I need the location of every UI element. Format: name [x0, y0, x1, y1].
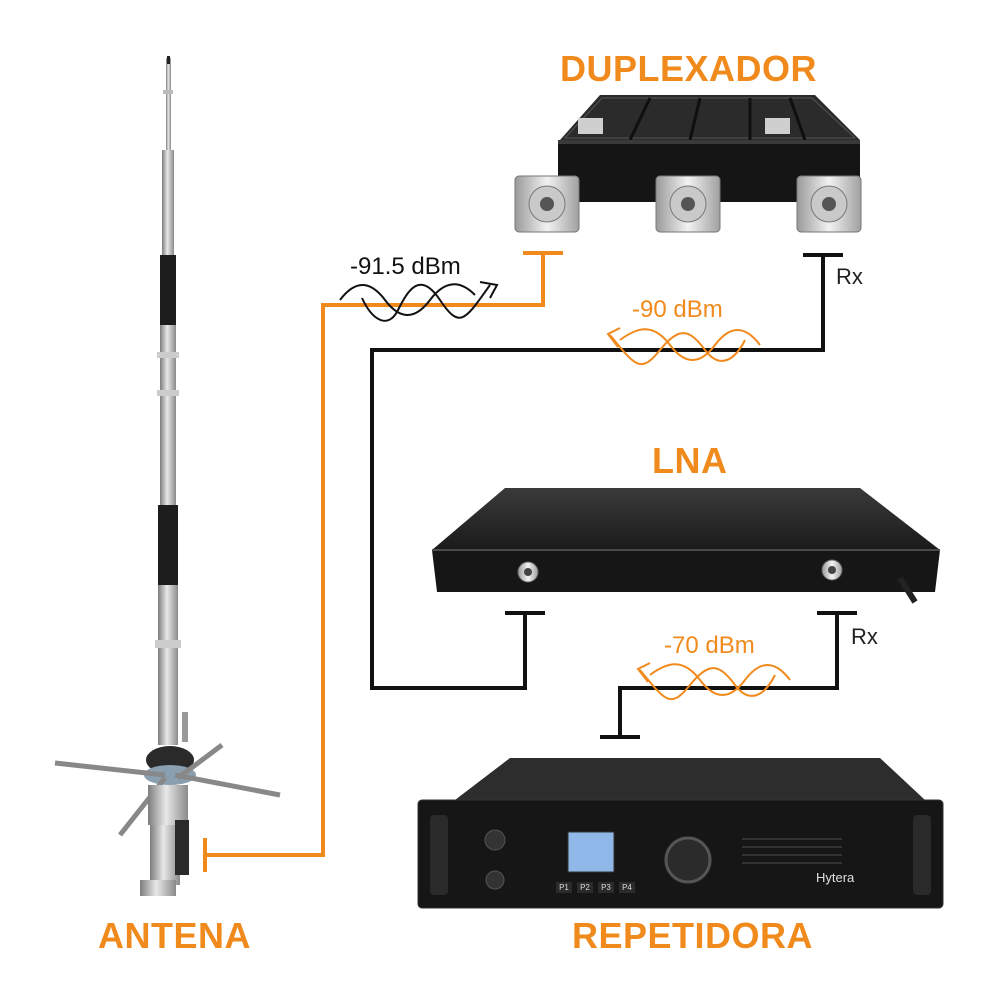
duplexer-rx-port-label: Rx	[836, 264, 863, 289]
repeater-title: REPETIDORA	[572, 915, 814, 956]
wave-arrow-icon	[636, 662, 791, 701]
duplexer-port-tx	[655, 175, 721, 233]
duplexer-port-antenna	[514, 175, 580, 233]
antenna-icon	[54, 56, 281, 896]
antenna-feed-line	[203, 251, 563, 872]
repeater-button-p2: P2	[577, 882, 593, 893]
wave-arrow-icon	[339, 281, 499, 322]
repeater-button-p3: P3	[598, 882, 614, 893]
duplexer-lna-line	[370, 253, 843, 690]
signal-level-antenna: -91.5 dBm	[350, 253, 461, 280]
wave-arrow-icon	[606, 327, 761, 366]
repeater-icon	[417, 758, 944, 909]
lna-icon	[432, 488, 940, 604]
signal-level-lna-rx: -70 dBm	[664, 632, 755, 659]
repeater-brand: Hytera	[816, 870, 855, 885]
duplexer-icon	[514, 95, 862, 233]
duplexer-port-rx	[796, 175, 862, 233]
lna-rx-port-label: Rx	[851, 624, 878, 649]
repeater-button-p1: P1	[556, 882, 572, 893]
duplexer-title: DUPLEXADOR	[560, 48, 818, 89]
lna-title: LNA	[652, 440, 728, 481]
lna-repeater-line	[600, 611, 857, 739]
repeater-button-p4: P4	[619, 882, 635, 893]
antenna-title: ANTENA	[98, 915, 251, 956]
signal-level-duplexer-rx: -90 dBm	[632, 296, 723, 323]
